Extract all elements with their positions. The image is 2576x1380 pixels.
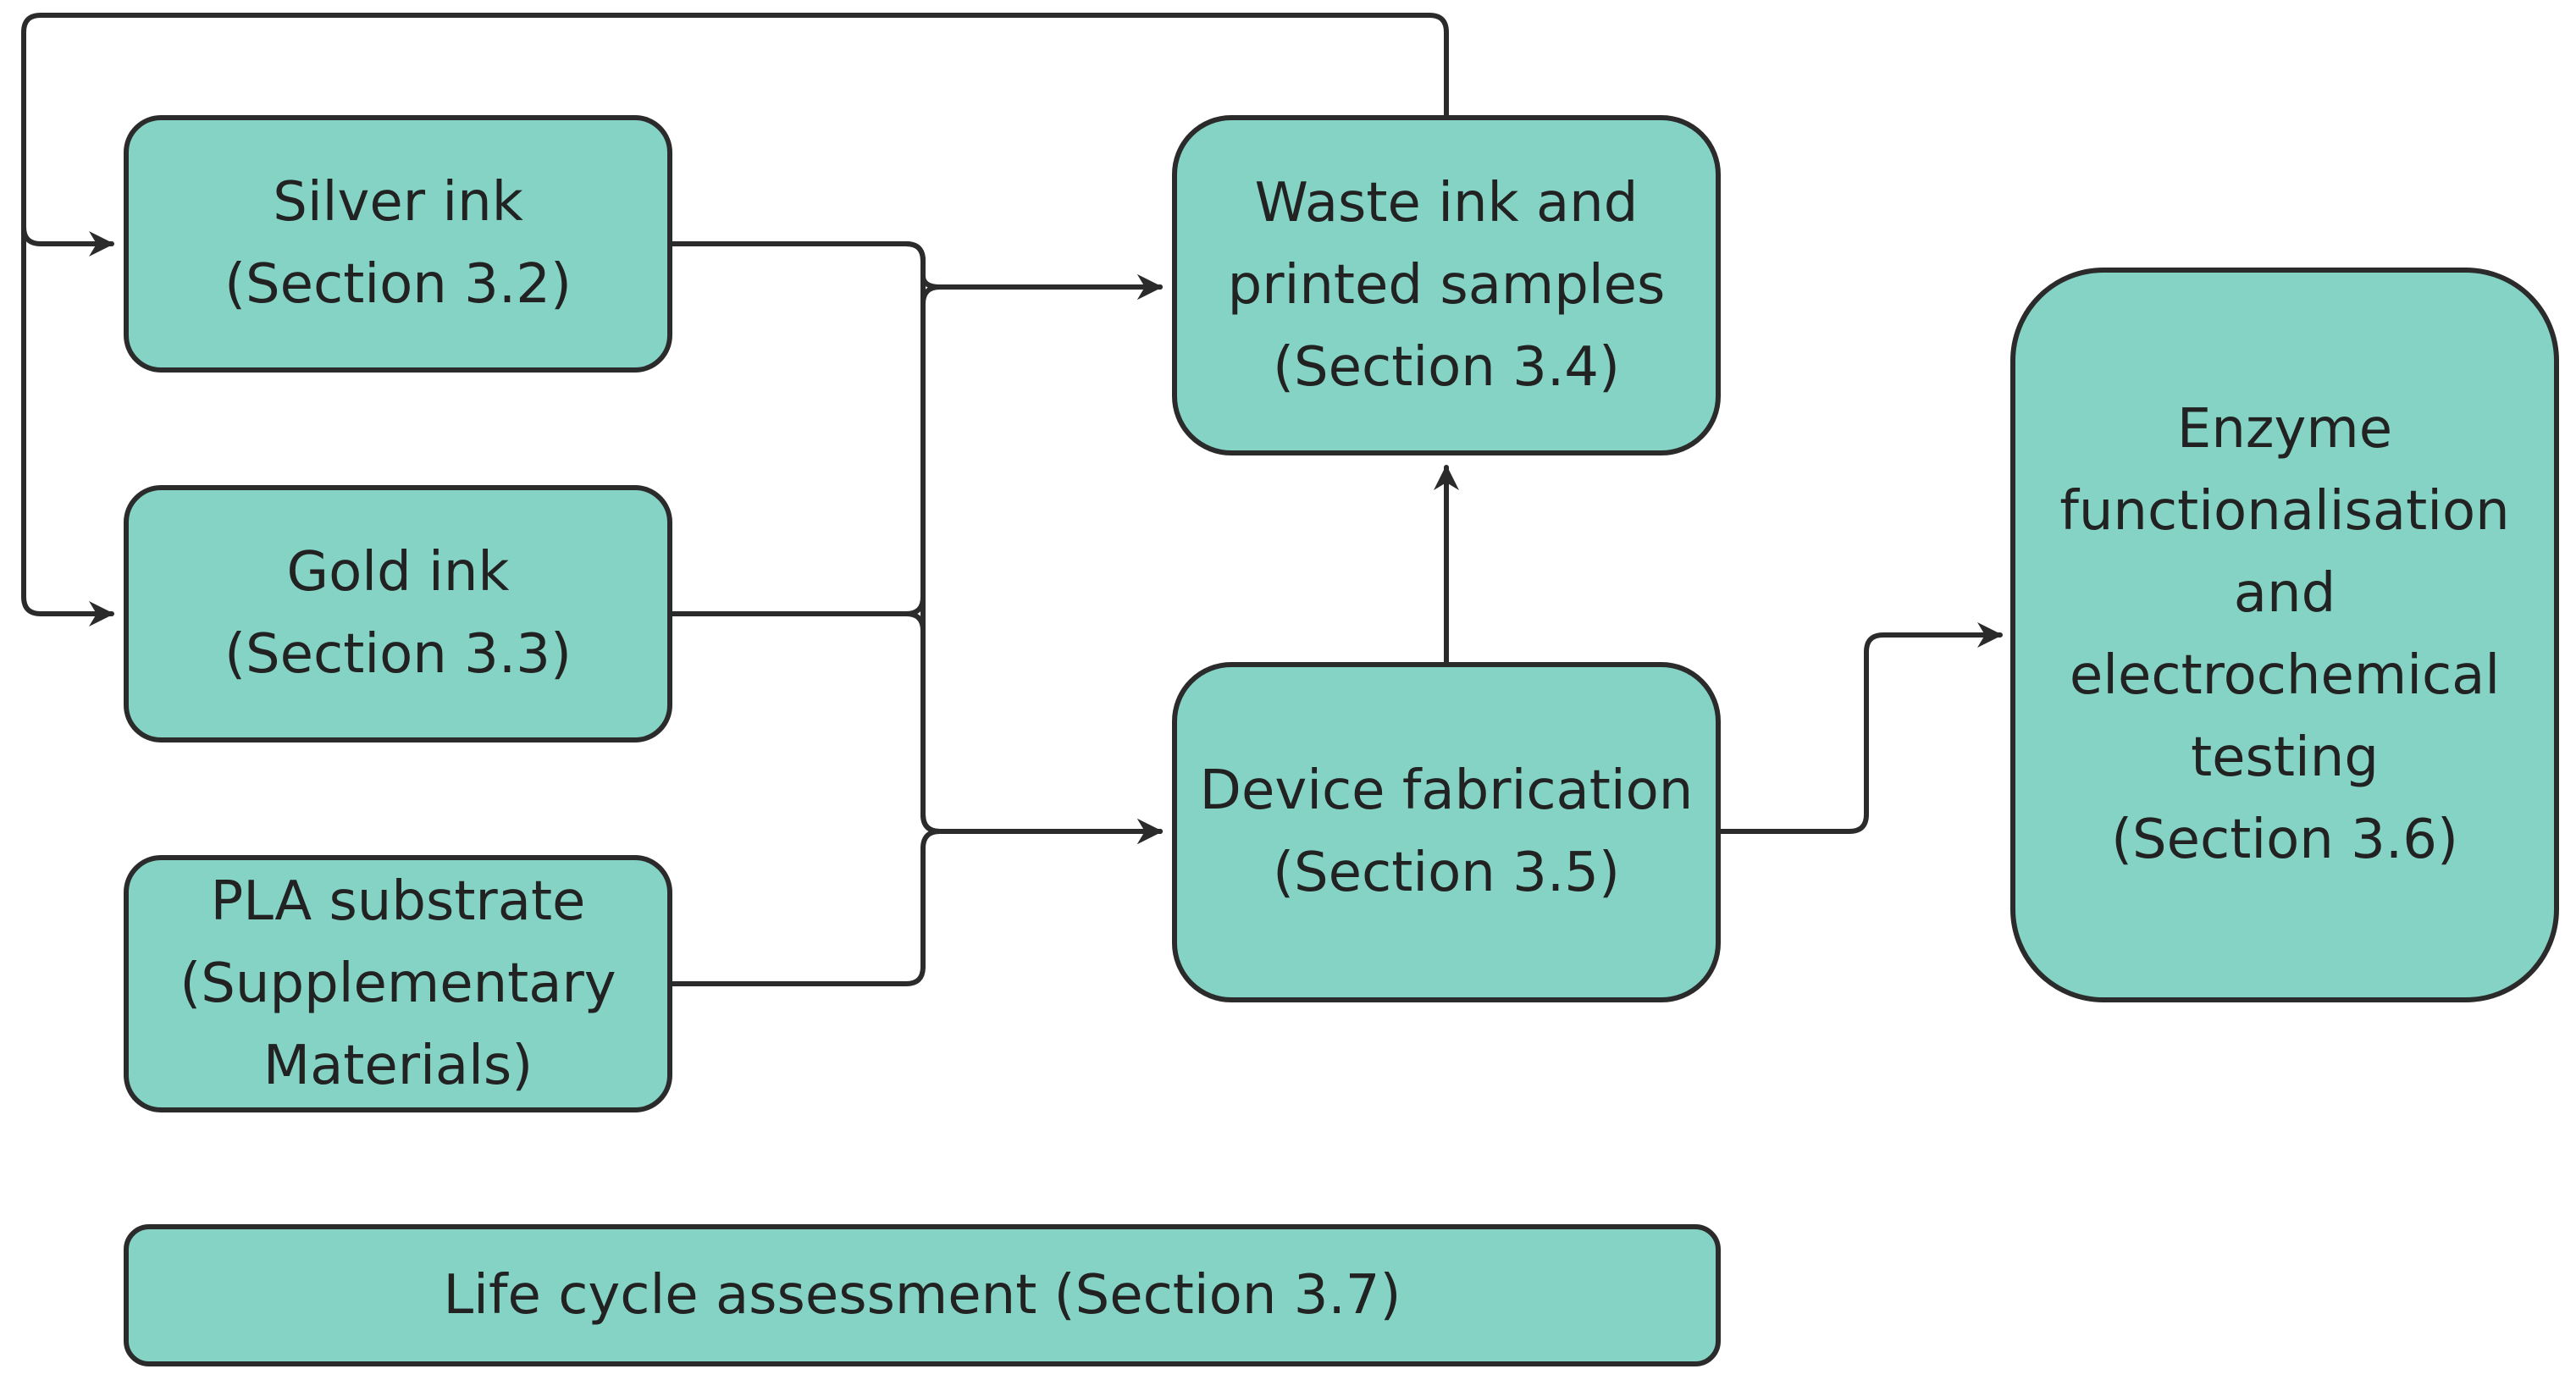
node-waste-ink-label: Waste ink and printed samples (Section 3… — [1227, 171, 1666, 399]
node-life-cycle-assessment: Life cycle assessment (Section 3.7) — [124, 1224, 1721, 1366]
node-device-fabrication: Device fabrication (Section 3.5) — [1172, 662, 1721, 1002]
node-enzyme-testing-label: Enzyme functionalisation and electrochem… — [2059, 398, 2510, 871]
edge-silver-to-waste — [670, 241, 1163, 300]
node-life-cycle-assessment-label: Life cycle assessment (Section 3.7) — [443, 1263, 1401, 1327]
node-device-fabrication-label: Device fabrication (Section 3.5) — [1199, 759, 1694, 904]
edge-pla-to-device — [670, 819, 1163, 986]
node-silver-ink: Silver ink (Section 3.2) — [124, 115, 672, 373]
node-pla-substrate-label: PLA substrate (Supplementary Materials) — [180, 869, 616, 1097]
node-gold-ink-label: Gold ink (Section 3.3) — [224, 541, 572, 686]
edge-waste-to-silver — [21, 13, 1449, 257]
node-pla-substrate: PLA substrate (Supplementary Materials) — [124, 855, 672, 1112]
node-waste-ink: Waste ink and printed samples (Section 3… — [1172, 115, 1721, 455]
node-silver-ink-label: Silver ink (Section 3.2) — [224, 171, 572, 316]
node-enzyme-testing: Enzyme functionalisation and electrochem… — [2010, 268, 2559, 1002]
node-gold-ink: Gold ink (Section 3.3) — [124, 485, 672, 742]
edge-waste-to-gold — [21, 224, 114, 627]
edge-gold-to-waste — [670, 274, 1163, 616]
edge-device-to-enzyme — [1718, 622, 2003, 834]
edge-silver-to-device — [670, 241, 1163, 844]
edge-gold-to-device — [670, 611, 1163, 844]
